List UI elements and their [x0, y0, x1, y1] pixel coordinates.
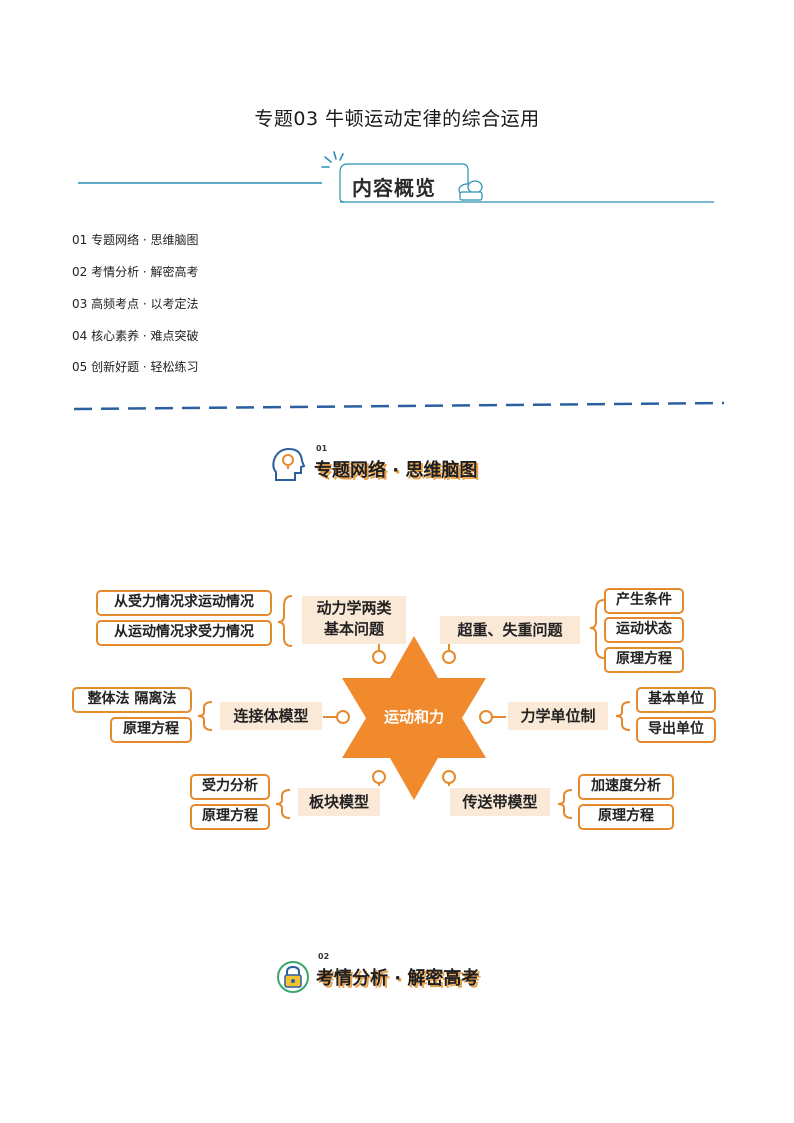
leaf-block-2: 原理方程 — [190, 804, 270, 830]
lock-icon — [277, 961, 309, 993]
node-overweight: 超重、失重问题 — [440, 616, 580, 644]
node-belt: 传送带模型 — [450, 788, 550, 816]
node-connected: 连接体模型 — [220, 702, 322, 730]
leaf-overweight-1: 产生条件 — [604, 588, 684, 614]
node-dynamics-line2: 基本问题 — [323, 620, 384, 638]
section2-heading: 02 考情分析 · 解密高考 — [276, 952, 536, 996]
overview-heading: 内容概览 — [352, 176, 436, 200]
node-units: 力学单位制 — [508, 702, 608, 730]
section1-title: 专题网络 · 思维脑图 — [314, 460, 478, 481]
connector-dot — [479, 710, 493, 724]
leaf-belt-1: 加速度分析 — [578, 774, 674, 800]
connector-dot — [442, 650, 456, 664]
section1-number: 01 — [316, 444, 328, 453]
toc-item[interactable]: 02 考情分析 · 解密高考 — [72, 265, 199, 279]
spark-icon — [321, 151, 344, 168]
toc-item[interactable]: 04 核心素养 · 难点突破 — [72, 329, 199, 343]
section2-title: 考情分析 · 解密高考 — [316, 968, 480, 989]
brain-head-icon — [272, 447, 306, 481]
leaf-connected-2: 原理方程 — [110, 717, 192, 743]
toc-item[interactable]: 05 创新好题 · 轻松练习 — [72, 360, 199, 374]
leaf-overweight-2: 运动状态 — [604, 617, 684, 643]
overview-banner: 内容概览 — [78, 150, 718, 206]
connector-dot — [372, 650, 386, 664]
connector-dot — [372, 770, 386, 784]
leaf-units-1: 基本单位 — [636, 687, 716, 713]
leaf-connected-1: 整体法 隔离法 — [72, 687, 192, 713]
banner-lines — [78, 151, 714, 203]
page-title: 专题03 牛顿运动定律的综合运用 — [254, 108, 540, 130]
toc-item[interactable]: 03 高频考点 · 以考定法 — [72, 297, 199, 311]
center-label: 运动和力 — [383, 708, 444, 726]
section1-heading: 01 专题网络 · 思维脑图 — [270, 444, 530, 488]
toc-item[interactable]: 01 专题网络 · 思维脑图 — [72, 233, 199, 247]
center-star-shape — [342, 636, 486, 800]
leaf-belt-2: 原理方程 — [578, 804, 674, 830]
dashed-divider — [73, 401, 725, 411]
chef-hat-icon — [458, 180, 483, 201]
node-dynamics-line1: 动力学两类 — [316, 599, 392, 617]
mind-map: 运动和力 动力学两类 基本问题 从受力情况求运动情况 从运动情况求受力情况 超重… — [0, 560, 794, 860]
leaf-block-1: 受力分析 — [190, 774, 270, 800]
connector-dot — [336, 710, 350, 724]
leaf-overweight-3: 原理方程 — [604, 647, 684, 673]
leaf-dynamics-1: 从受力情况求运动情况 — [96, 590, 272, 616]
node-block: 板块模型 — [298, 788, 380, 816]
node-dynamics: 动力学两类 基本问题 — [302, 596, 406, 644]
connector-dot — [442, 770, 456, 784]
leaf-dynamics-2: 从运动情况求受力情况 — [96, 620, 272, 646]
section2-number: 02 — [318, 952, 330, 961]
leaf-units-2: 导出单位 — [636, 717, 716, 743]
